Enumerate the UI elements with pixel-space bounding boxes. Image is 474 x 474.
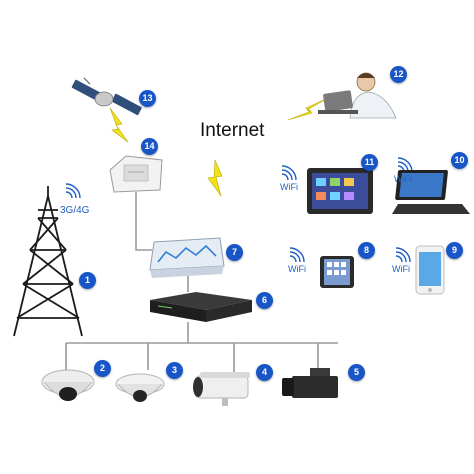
nvr-recorder-icon xyxy=(150,292,252,322)
wifi-laptop-icon xyxy=(397,157,413,173)
badge-smart-tablet: 11 xyxy=(361,154,378,171)
connector-lines xyxy=(65,192,338,374)
badge-tower: 1 xyxy=(79,272,96,289)
lightning-icons xyxy=(109,97,329,197)
router-icon xyxy=(149,237,225,278)
badge-dome-camera: 2 xyxy=(94,360,111,377)
bullet-camera-icon xyxy=(193,372,250,406)
wifi-tag-phone: WiFi xyxy=(392,264,410,274)
badge-mini-dome-camera: 3 xyxy=(166,362,183,379)
wifi-tower-icon xyxy=(65,183,81,199)
mini-dome-camera-icon xyxy=(115,373,165,402)
badge-ipad: 8 xyxy=(358,242,375,259)
cell-tower-icon xyxy=(13,186,83,337)
badge-satellite: 13 xyxy=(139,90,156,107)
satellite-gateway-icon xyxy=(109,155,163,193)
lightning-satellite-icon xyxy=(109,107,129,143)
badge-laptop: 10 xyxy=(451,152,468,169)
remote-user-icon xyxy=(318,72,397,119)
box-camera-icon xyxy=(282,368,338,398)
satellite-icon xyxy=(71,77,142,116)
lightning-internet-icon xyxy=(207,159,223,197)
badge-bullet-camera: 4 xyxy=(256,364,273,381)
dome-camera-icon xyxy=(41,369,95,401)
smartphone-icon xyxy=(415,245,445,295)
badge-remote-user: 12 xyxy=(390,66,407,83)
wifi-tag-tablet: WiFi xyxy=(280,182,298,192)
ipad-icon xyxy=(320,256,354,288)
lightning-user-icon xyxy=(287,97,329,121)
wifi-tag-ipad: WiFi xyxy=(288,264,306,274)
badge-nvr: 6 xyxy=(256,292,273,309)
badge-router: 7 xyxy=(226,244,243,261)
badge-box-camera: 5 xyxy=(348,364,365,381)
wifi-tag-laptop: WiFi xyxy=(394,174,412,184)
wifi-tablet-icon xyxy=(281,165,297,181)
wifi-phone-icon xyxy=(395,247,411,263)
line-gateway-to-router xyxy=(135,192,152,251)
wifi-ipad-icon xyxy=(289,247,305,263)
tower-network-tag: 3G/4G xyxy=(60,205,90,216)
badge-phone: 9 xyxy=(446,242,463,259)
badge-satellite-gateway: 14 xyxy=(141,138,158,155)
laptop-icon xyxy=(392,170,470,214)
internet-label: Internet xyxy=(200,120,265,141)
smart-tablet-icon xyxy=(307,168,373,214)
